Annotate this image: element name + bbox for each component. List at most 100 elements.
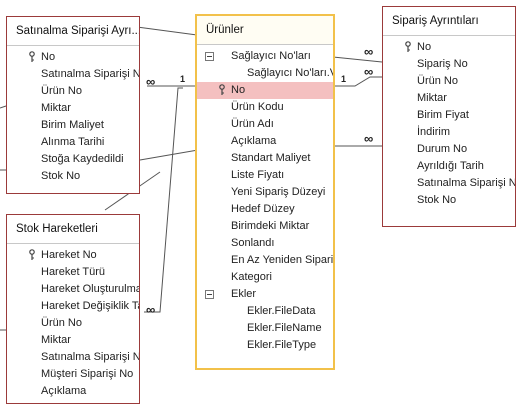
field-label: Müşteri Siparişi No (41, 368, 134, 380)
field-label: Birim Maliyet (41, 119, 104, 131)
field-label: Satınalma Siparişi No (41, 68, 139, 80)
field-row[interactable]: Birimdeki Miktar (197, 218, 333, 235)
field-label: Birim Fiyat (417, 109, 469, 121)
field-row[interactable]: Ekler.FileData (197, 303, 333, 320)
field-row[interactable]: Satınalma Siparişi N (383, 175, 515, 192)
field-row[interactable]: Sipariş No (383, 56, 515, 73)
field-label: Sonlandı (231, 237, 275, 249)
field-label: Ürün Adı (231, 118, 274, 130)
many-marker: ∞ (364, 131, 373, 146)
field-label: Ayrıldığı Tarih (417, 160, 484, 172)
field-row[interactable]: Durum No (383, 141, 515, 158)
field-row[interactable]: Kategori (197, 269, 333, 286)
field-row[interactable]: Birim Fiyat (383, 107, 515, 124)
table-stok-hareketleri[interactable]: Stok Hareketleri Hareket No Hareket Türü… (6, 214, 140, 404)
field-row[interactable]: Standart Maliyet (197, 150, 333, 167)
field-row[interactable]: Miktar (7, 100, 139, 117)
field-row-no-selected[interactable]: No (197, 82, 333, 99)
field-label: Sağlayıcı No'ları.V (247, 67, 333, 79)
field-list: Sağlayıcı No'ları Sağlayıcı No'ları.V No… (197, 44, 333, 368)
field-row[interactable]: Açıklama (197, 133, 333, 150)
field-row-ekler[interactable]: Ekler (197, 286, 333, 303)
field-row[interactable]: Stok No (383, 192, 515, 209)
field-label: Stoğa Kaydedildi (41, 153, 124, 165)
field-label: Alınma Tarihi (41, 136, 105, 148)
field-list: No Sipariş No Ürün No Miktar Birim Fiyat… (383, 35, 515, 226)
field-row[interactable]: Sağlayıcı No'ları.V (197, 65, 333, 82)
field-row[interactable]: Birim Maliyet (7, 117, 139, 134)
field-label: Birimdeki Miktar (231, 220, 310, 232)
field-label: Miktar (41, 102, 71, 114)
field-row[interactable]: Alınma Tarihi (7, 134, 139, 151)
field-label: En Az Yeniden Sipari (231, 254, 333, 266)
field-label: Stok No (417, 194, 457, 206)
relationship-line (0, 105, 7, 109)
field-label: Hareket Türü (41, 266, 105, 278)
field-label: Ürün Kodu (231, 101, 284, 113)
field-label: Sağlayıcı No'ları (231, 50, 311, 62)
relationship-line (332, 56, 383, 63)
field-row[interactable]: Hareket Türü (7, 264, 139, 281)
field-label: Ekler.FileName (247, 322, 322, 334)
field-row[interactable]: Hedef Düzey (197, 201, 333, 218)
field-row[interactable]: En Az Yeniden Sipari (197, 252, 333, 269)
relationship-line (139, 149, 199, 161)
field-label: Ekler.FileData (247, 305, 316, 317)
field-row-saglayici[interactable]: Sağlayıcı No'ları (197, 48, 333, 65)
key-icon (29, 249, 35, 260)
field-row[interactable]: Hareket Oluşturulma (7, 281, 139, 298)
table-siparis-ayrintilari[interactable]: Sipariş Ayrıntıları No Sipariş No Ürün N… (382, 6, 516, 227)
key-icon (219, 84, 225, 95)
field-list: No Satınalma Siparişi No Ürün No Miktar … (7, 45, 139, 193)
field-row[interactable]: Ayrıldığı Tarih (383, 158, 515, 175)
field-label: Kategori (231, 271, 272, 283)
field-row[interactable]: Miktar (383, 90, 515, 107)
table-title[interactable]: Sipariş Ayrıntıları (383, 7, 515, 35)
field-row[interactable]: Açıklama (7, 383, 139, 400)
field-label: Liste Fiyatı (231, 169, 285, 181)
field-label: Miktar (417, 92, 447, 104)
field-row[interactable]: İndirim (383, 124, 515, 141)
field-row[interactable]: Ekler.FileName (197, 320, 333, 337)
table-satinalma-siparisi-ayrintilari[interactable]: Satınalma Siparişi Ayrı... No Satınalma … (6, 16, 140, 194)
field-row-no[interactable]: No (7, 49, 139, 66)
collapse-icon[interactable] (205, 52, 214, 61)
field-row[interactable]: Ürün Kodu (197, 99, 333, 116)
field-row[interactable]: Ürün Adı (197, 116, 333, 133)
field-row[interactable]: Hareket Değişiklik Ta (7, 298, 139, 315)
relationship-line (136, 26, 198, 36)
table-title[interactable]: Satınalma Siparişi Ayrı... (7, 17, 139, 45)
field-row[interactable]: Liste Fiyatı (197, 167, 333, 184)
field-row[interactable]: Ürün No (7, 315, 139, 332)
field-row-no[interactable]: No (383, 39, 515, 56)
field-label: Ürün No (417, 75, 458, 87)
field-label: Sipariş No (417, 58, 468, 70)
field-label: Ürün No (41, 317, 82, 329)
field-label: Hareket No (41, 249, 97, 261)
field-list: Hareket No Hareket Türü Hareket Oluşturu… (7, 243, 139, 403)
field-row[interactable]: Satınalma Siparişi No (7, 349, 139, 366)
collapse-icon[interactable] (205, 290, 214, 299)
field-row[interactable]: Sonlandı (197, 235, 333, 252)
field-row[interactable]: Müşteri Siparişi No (7, 366, 139, 383)
field-row[interactable]: Miktar (7, 332, 139, 349)
field-label: Durum No (417, 143, 468, 155)
field-row[interactable]: Stok No (7, 168, 139, 185)
table-urunler[interactable]: Ürünler Sağlayıcı No'ları Sağlayıcı No'l… (195, 14, 335, 370)
field-row-hareket-no[interactable]: Hareket No (7, 247, 139, 264)
field-row[interactable]: Ekler.FileType (197, 337, 333, 354)
field-label: Miktar (41, 334, 71, 346)
field-label: Ekler (231, 288, 257, 300)
field-row[interactable]: Ürün No (383, 73, 515, 90)
table-title[interactable]: Ürünler (197, 16, 333, 44)
many-marker: ∞ (364, 44, 373, 59)
field-row[interactable]: Yeni Sipariş Düzeyi (197, 184, 333, 201)
key-icon (29, 51, 35, 62)
field-row[interactable]: Satınalma Siparişi No (7, 66, 139, 83)
field-row[interactable]: Ürün No (7, 83, 139, 100)
field-label: Hareket Değişiklik Ta (41, 300, 139, 312)
field-label: Açıklama (41, 385, 87, 397)
field-label: No (41, 51, 56, 63)
table-title[interactable]: Stok Hareketleri (7, 215, 139, 243)
field-row[interactable]: Stoğa Kaydedildi (7, 151, 139, 168)
